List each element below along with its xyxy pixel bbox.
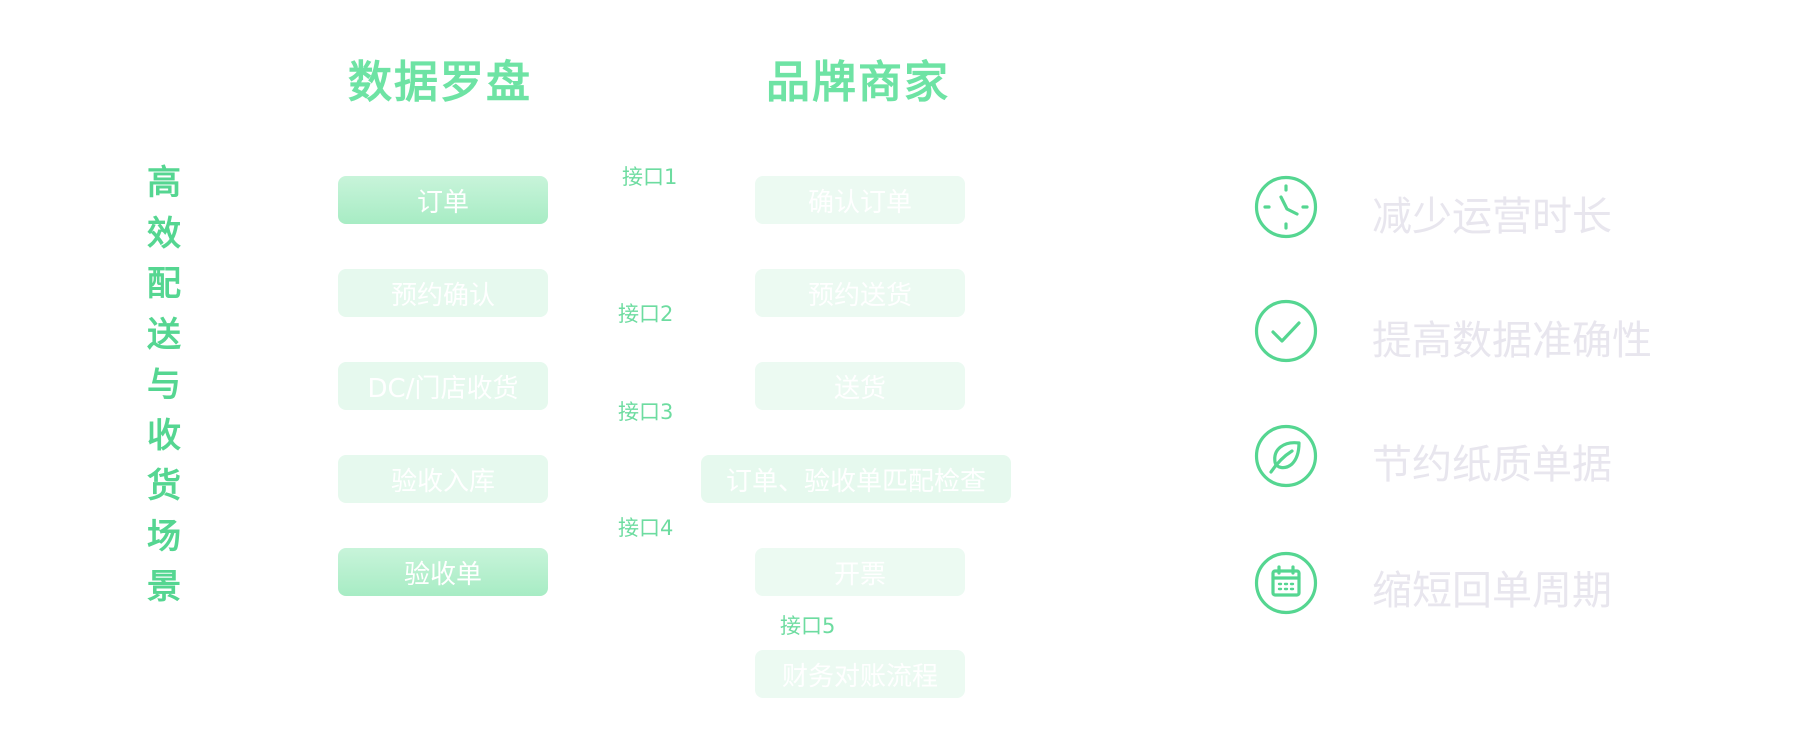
scenario-title: 高 效 配 送 与 收 货 场 景 xyxy=(144,158,184,613)
interface-label-5: 接口5 xyxy=(780,614,836,638)
left-step-appointment-confirm: 预约确认 xyxy=(338,269,548,317)
benefit-label: 提高数据准确性 xyxy=(1372,318,1652,364)
benefit-label: 减少运营时长 xyxy=(1372,194,1612,240)
right-step-finance-reconciliation: 财务对账流程 xyxy=(755,650,965,698)
right-step-match-check: 订单、验收单匹配检查 xyxy=(701,455,1011,503)
clock-icon xyxy=(1254,175,1318,239)
interface-label-3: 接口3 xyxy=(618,400,674,424)
right-step-delivery: 送货 xyxy=(755,362,965,410)
right-column-title: 品牌商家 xyxy=(766,57,950,108)
scenario-title-char: 景 xyxy=(147,567,181,607)
check-circle-icon xyxy=(1254,299,1318,363)
leaf-icon xyxy=(1254,424,1318,488)
scenario-title-char: 与 xyxy=(147,365,181,405)
left-step-inspection-storage: 验收入库 xyxy=(338,455,548,503)
right-step-appointment-delivery: 预约送货 xyxy=(755,269,965,317)
left-step-store-receiving: DC/门店收货 xyxy=(338,362,548,410)
calendar-icon xyxy=(1254,551,1318,615)
left-step-inspection-slip: 验收单 xyxy=(338,548,548,596)
right-step-confirm-order: 确认订单 xyxy=(755,176,965,224)
scenario-title-char: 效 xyxy=(147,213,181,254)
scenario-title-char: 高 xyxy=(147,163,181,203)
scenario-title-char: 送 xyxy=(147,314,181,355)
left-step-order: 订单 xyxy=(338,176,548,224)
interface-label-1: 接口1 xyxy=(622,165,678,189)
right-step-invoice: 开票 xyxy=(755,548,965,596)
scenario-title-char: 配 xyxy=(147,264,181,304)
scenario-title-char: 货 xyxy=(147,466,181,506)
scenario-title-char: 收 xyxy=(147,415,181,456)
left-column-title: 数据罗盘 xyxy=(348,57,532,108)
benefit-label: 缩短回单周期 xyxy=(1372,568,1612,614)
scenario-title-char: 场 xyxy=(147,516,181,557)
interface-label-2: 接口2 xyxy=(618,302,674,326)
benefit-label: 节约纸质单据 xyxy=(1372,442,1612,488)
interface-label-4: 接口4 xyxy=(618,516,674,540)
